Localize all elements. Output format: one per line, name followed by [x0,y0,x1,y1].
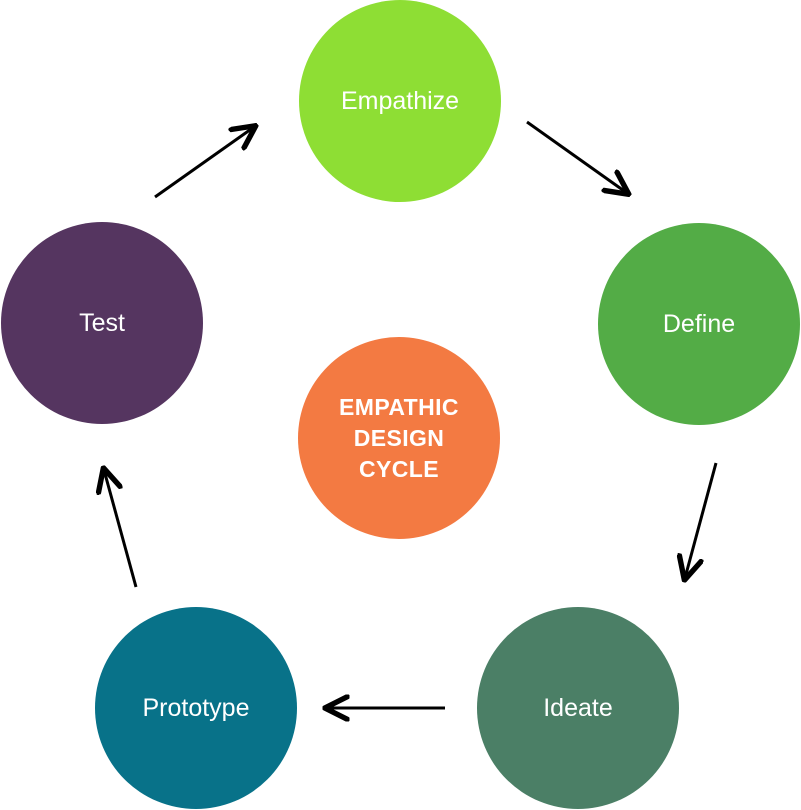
arrow-prototype-to-test [104,470,138,588]
arrow-define-to-ideate [685,462,718,578]
step-circle-ideate: Ideate [477,607,679,809]
arrow-test-to-empathize [154,127,254,199]
step-circle-empathize: Empathize [299,0,501,202]
step-circle-prototype: Prototype [95,607,297,809]
center-title-line-1: EMPATHIC [339,393,459,420]
step-circle-define: Define [598,223,800,425]
step-label-define: Define [662,309,736,338]
step-label-prototype: Prototype [142,693,250,722]
step-label-test: Test [79,308,125,337]
step-circle-test: Test [1,222,203,424]
step-label-ideate: Ideate [543,693,613,722]
step-label-empathize: Empathize [340,86,460,115]
center-title-line-3: CYCLE [359,455,439,482]
center-title-circle: EMPATHIC DESIGN CYCLE [298,337,500,539]
arrow-empathize-to-define [526,120,627,193]
center-title-line-2: DESIGN [353,424,445,451]
